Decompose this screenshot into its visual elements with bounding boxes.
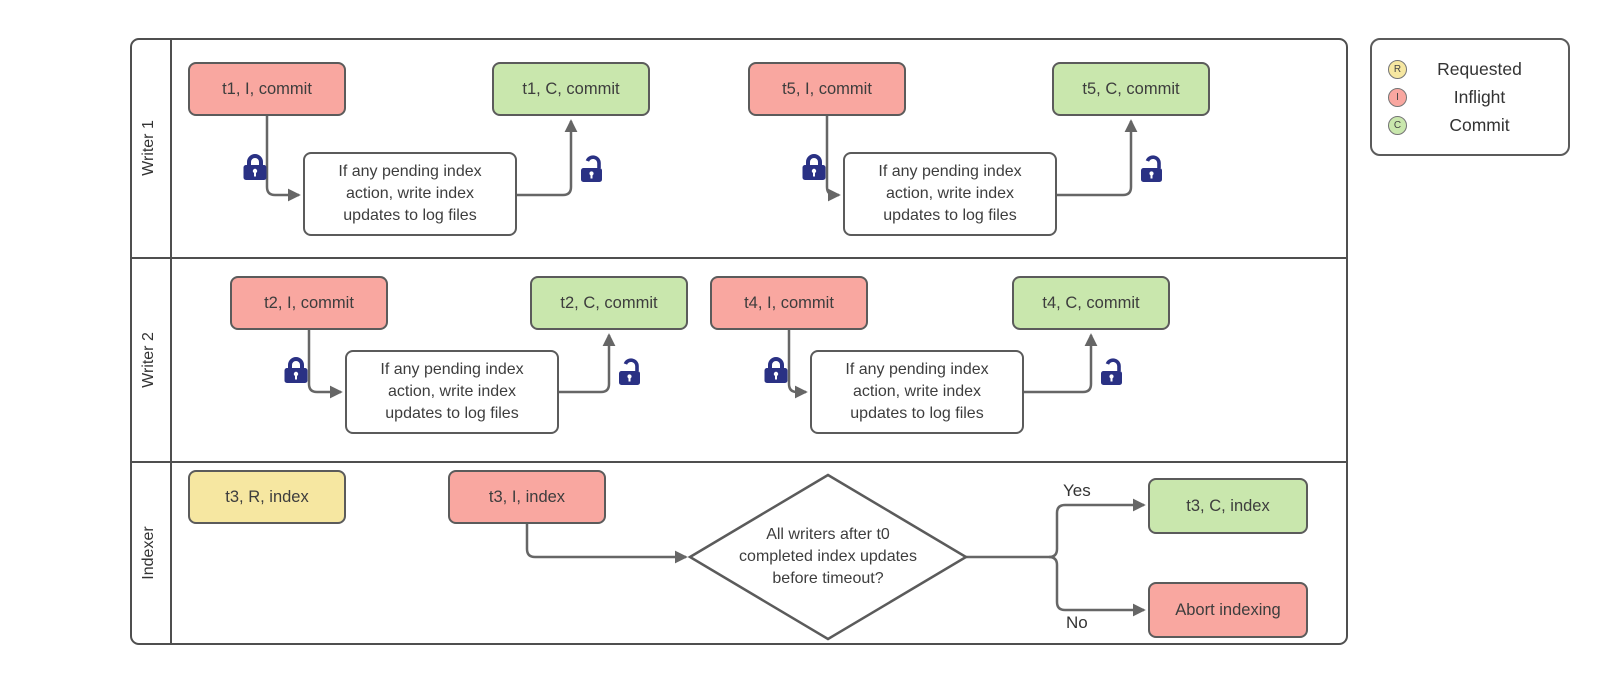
inflight-state-icon: I [1388, 87, 1407, 107]
lane-title-divider [170, 40, 172, 643]
decision-label-line: completed index updates [739, 548, 917, 565]
process-note-line: action, write index [852, 383, 982, 400]
decision-label-line: All writers after t0 [766, 526, 890, 543]
node-t1-commit: t1, C, commit [492, 62, 650, 116]
lock-open-icon [1101, 358, 1122, 385]
node-t3-inflight: t3, I, index [448, 470, 606, 524]
process-note: If any pending index action, write index… [810, 350, 1024, 434]
process-note-line: updates to log files [883, 207, 1017, 224]
legend-item-commit: C Commit [1388, 115, 1552, 136]
commit-state-icon: C [1388, 115, 1407, 135]
legend-item-inflight: I Inflight [1388, 87, 1552, 108]
legend-label: Commit [1449, 114, 1510, 135]
decision-label-line: before timeout? [772, 570, 884, 587]
lane-title-indexer: Indexer [140, 526, 157, 580]
node-t3-commit: t3, C, index [1148, 478, 1308, 534]
node-t2-commit: t2, C, commit [530, 276, 688, 330]
node-t5-commit: t5, C, commit [1052, 62, 1210, 116]
lock-open-icon [581, 155, 602, 182]
lock-closed-icon [802, 154, 826, 180]
lock-open-icon [619, 358, 640, 385]
process-note-line: If any pending index [845, 361, 989, 378]
node-t5-inflight: t5, I, commit [748, 62, 906, 116]
process-note-line: action, write index [345, 185, 475, 202]
process-note: If any pending index action, write index… [303, 152, 517, 236]
requested-state-icon: R [1388, 59, 1407, 79]
lane-title-writer-1: Writer 1 [140, 120, 157, 176]
lock-closed-icon [243, 154, 267, 180]
process-note-line: updates to log files [850, 405, 984, 422]
lock-open-icon [1141, 155, 1162, 182]
legend: R Requested I Inflight C Commit [1370, 38, 1570, 156]
process-note-line: updates to log files [343, 207, 477, 224]
node-t4-inflight: t4, I, commit [710, 276, 868, 330]
decision-label: All writers after t0 completed index upd… [705, 524, 951, 590]
process-note-line: If any pending index [878, 163, 1022, 180]
lane-separator [132, 257, 1346, 259]
node-abort-indexing: Abort indexing [1148, 582, 1308, 638]
edge-label-yes: Yes [1063, 481, 1091, 500]
lane-separator [132, 461, 1346, 463]
process-note-line: action, write index [885, 185, 1015, 202]
legend-label: Requested [1437, 58, 1522, 79]
node-t2-inflight: t2, I, commit [230, 276, 388, 330]
process-note: If any pending index action, write index… [843, 152, 1057, 236]
node-t3-requested: t3, R, index [188, 470, 346, 524]
process-note: If any pending index action, write index… [345, 350, 559, 434]
node-t1-inflight: t1, I, commit [188, 62, 346, 116]
edge-label-no: No [1066, 613, 1088, 632]
lane-title-writer-2: Writer 2 [140, 332, 157, 388]
process-note-line: updates to log files [385, 405, 519, 422]
process-note-line: If any pending index [380, 361, 524, 378]
process-note-line: If any pending index [338, 163, 482, 180]
legend-item-requested: R Requested [1388, 59, 1552, 80]
legend-label: Inflight [1453, 86, 1506, 107]
process-note-line: action, write index [387, 383, 517, 400]
node-t4-commit: t4, C, commit [1012, 276, 1170, 330]
lock-closed-icon [764, 357, 788, 383]
lock-closed-icon [284, 357, 308, 383]
